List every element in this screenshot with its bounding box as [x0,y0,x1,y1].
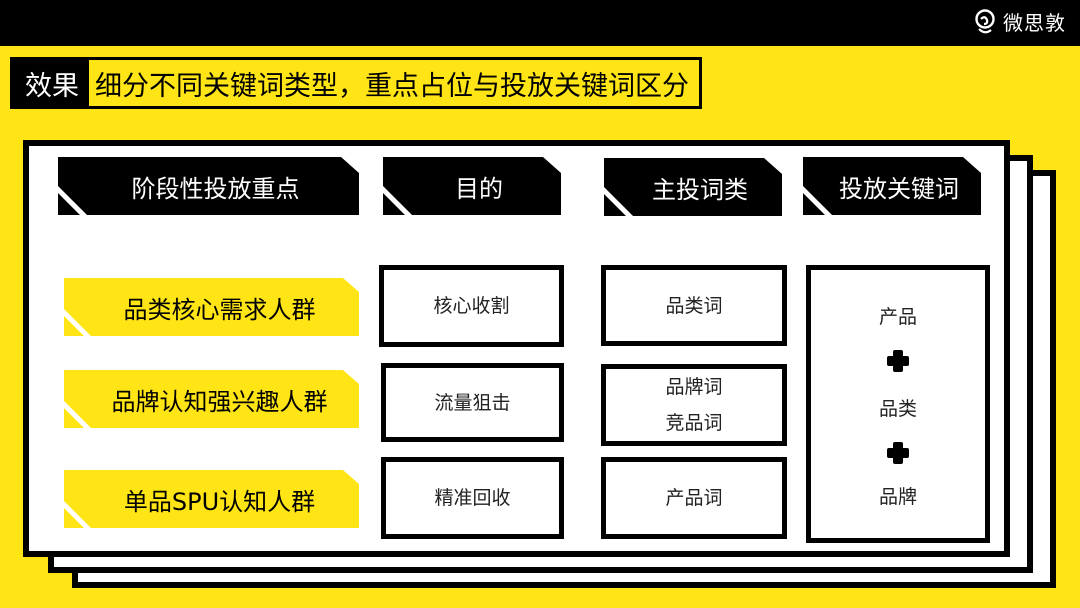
swirl-logo-icon [975,8,995,33]
slash-decoration [58,182,88,215]
header-stage: 阶段性投放重点 [58,157,359,215]
keyword-item: 品牌 [878,486,917,508]
brand-logo: 微思敦 [973,7,1066,36]
slash-decoration [64,397,91,428]
purpose-box: 核心收割 [379,265,564,347]
word-type-box: 品牌词 竞品词 [601,364,787,446]
word-type-box: 产品词 [601,457,787,539]
page-title: 效果 细分不同关键词类型，重点占位与投放关键词区分 [10,57,702,109]
slash-decoration [604,183,634,216]
header-word-types: 主投词类 [604,158,782,216]
slash-decoration [64,497,91,528]
plus-icon [887,442,909,464]
title-tag: 效果 [13,60,89,106]
header-purpose: 目的 [383,157,561,215]
slash-decoration [383,182,413,215]
top-bar: 微思敦 [0,0,1080,46]
stage-label: 单品SPU认知人群 [64,470,359,528]
purpose-box: 精准回收 [381,457,564,539]
header-keywords: 投放关键词 [803,157,981,215]
purpose-box: 流量狙击 [381,363,564,442]
stage-label: 品类核心需求人群 [64,278,359,336]
plus-icon [887,350,909,372]
stage-label: 品牌认知强兴趣人群 [64,370,359,428]
keywords-box: 产品 品类 品牌 [806,265,990,543]
brand-name: 微思敦 [1003,11,1066,35]
word-type-box: 品类词 [601,265,787,346]
keyword-item: 产品 [878,306,917,328]
slash-decoration [64,305,91,336]
title-text: 细分不同关键词类型，重点占位与投放关键词区分 [89,60,699,106]
keyword-item: 品类 [878,398,917,420]
